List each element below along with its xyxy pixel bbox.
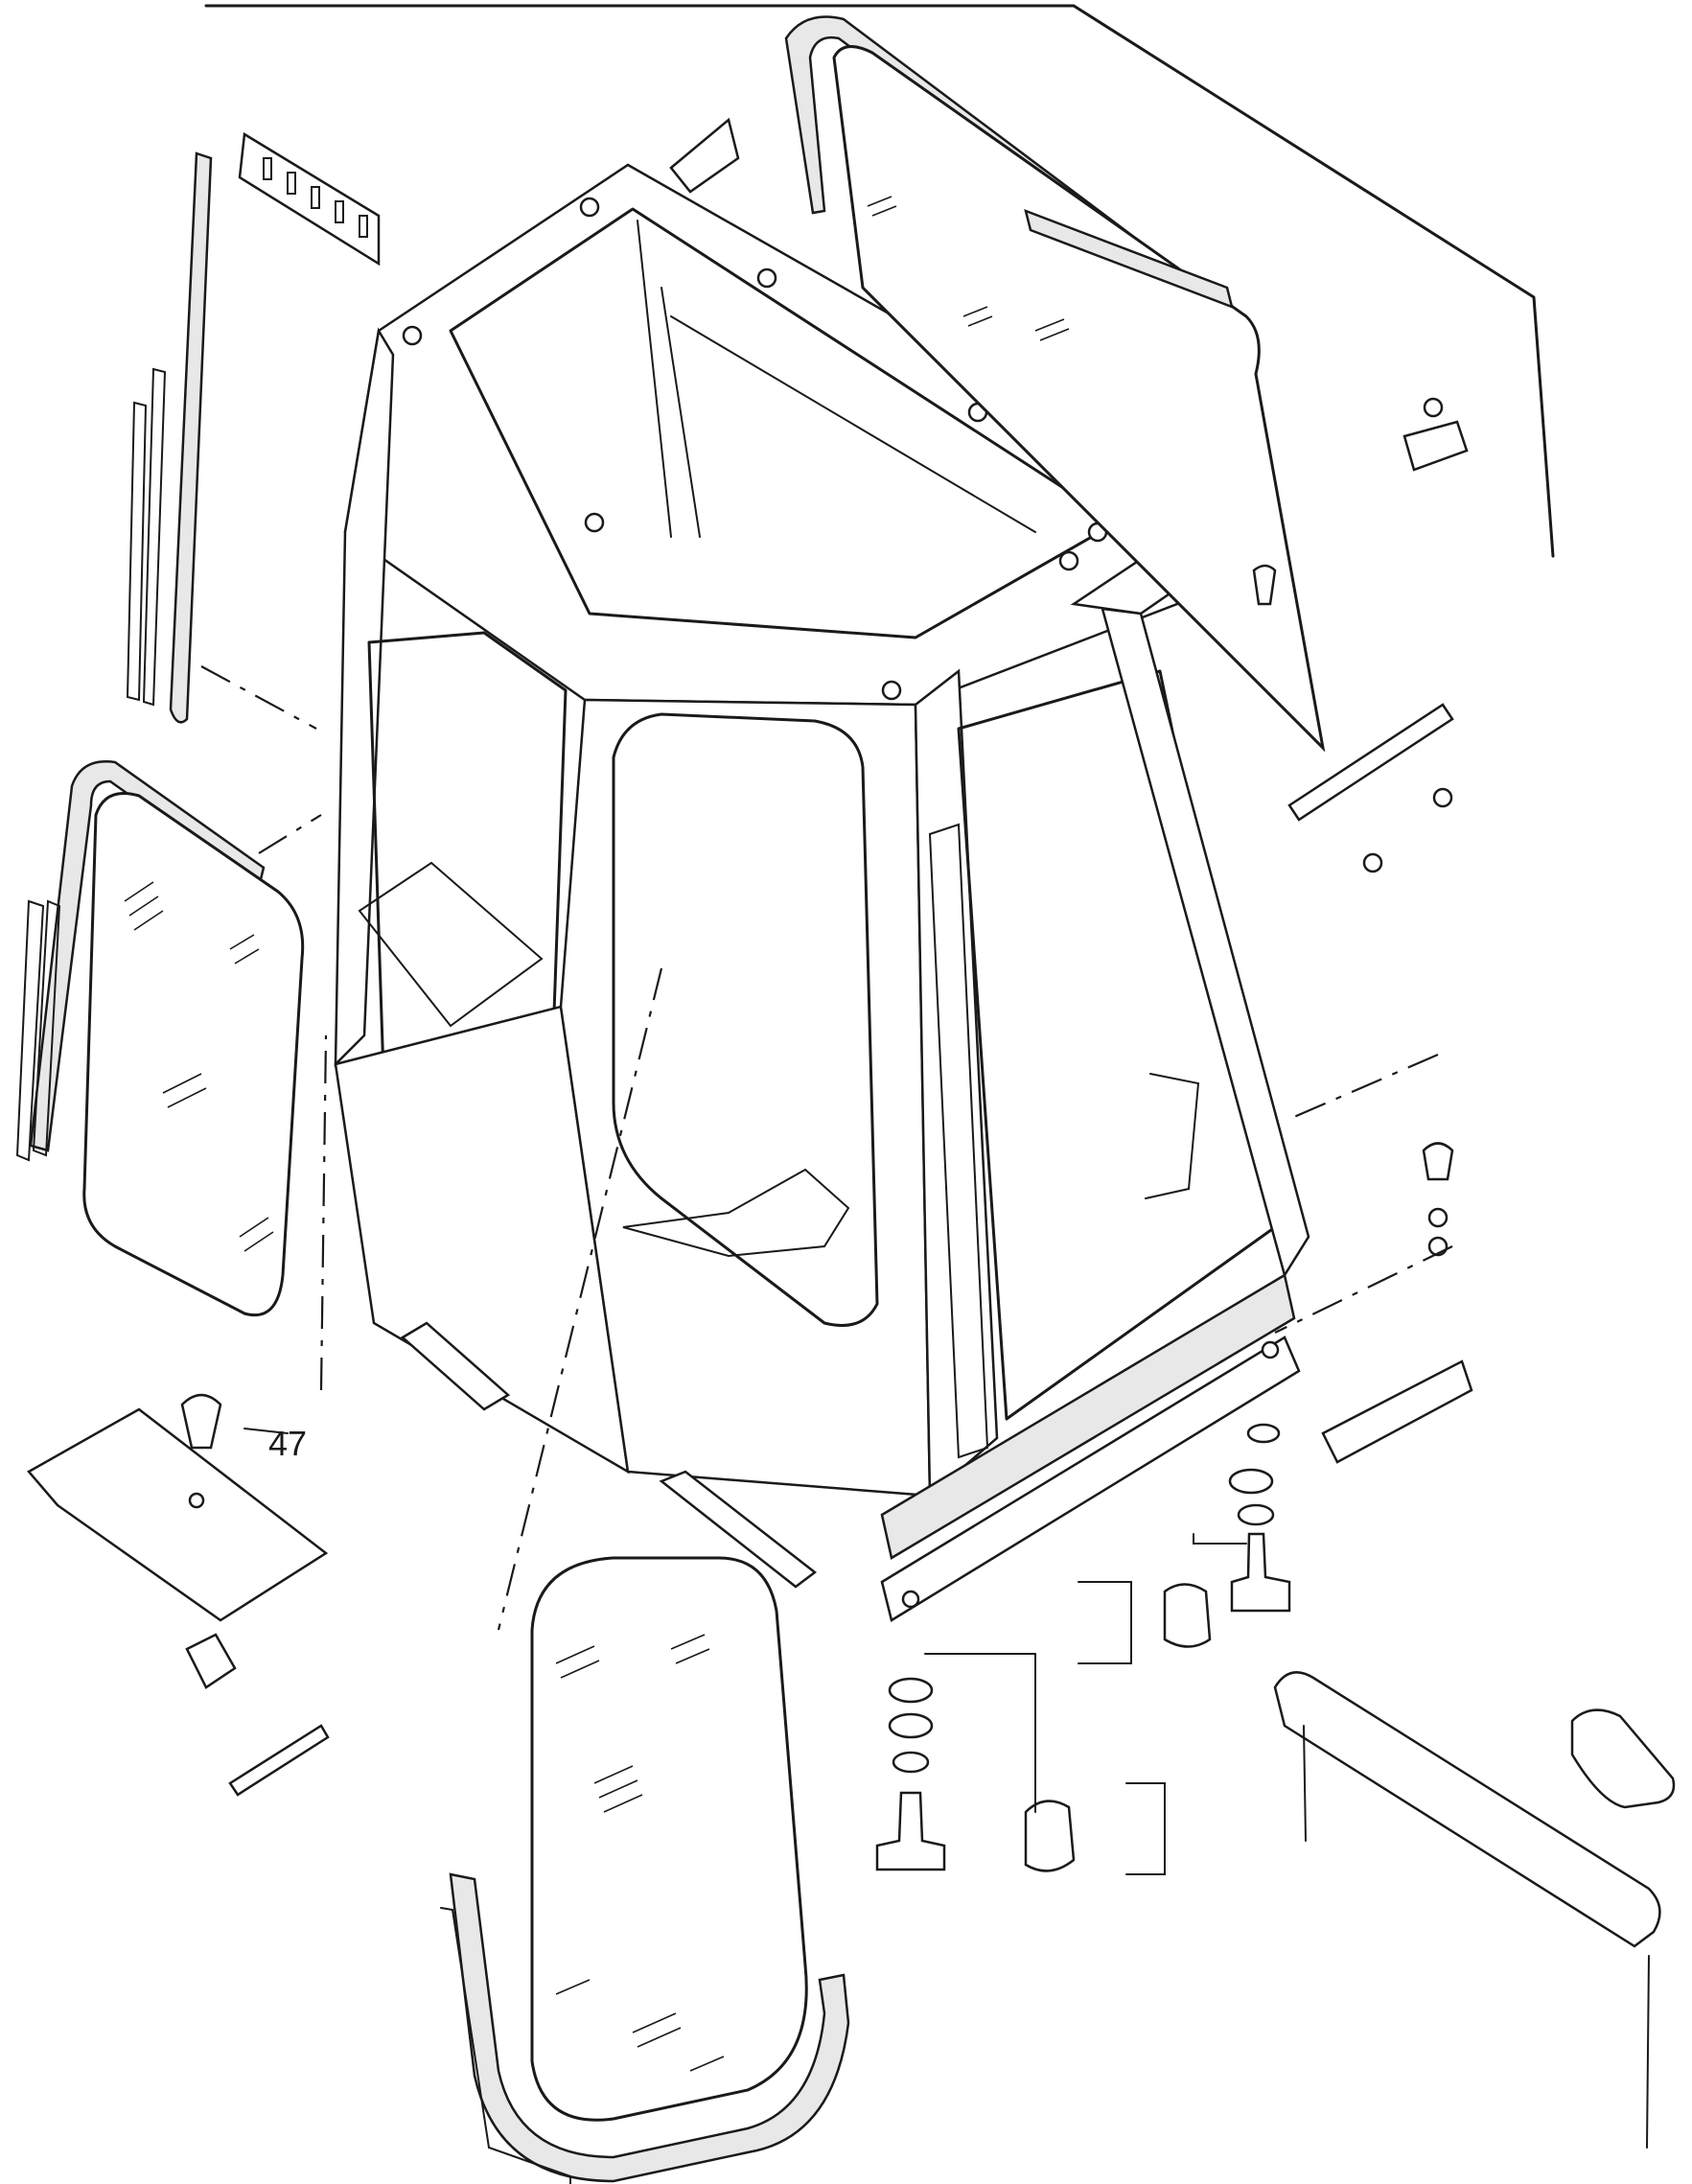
- hinge-plate-slots: [263, 157, 368, 238]
- right-knob: [1422, 1142, 1454, 1181]
- left-trim-strip-a: [142, 367, 167, 707]
- cab-front-lower: [559, 698, 932, 1498]
- leader-lines: [200, 665, 1453, 1875]
- floor-plate-hole: [188, 1492, 205, 1509]
- rod: [228, 1724, 330, 1797]
- right-door-handle-rail: [928, 823, 989, 1459]
- upper-mount-bolt: [1230, 1532, 1291, 1613]
- right-side-bracket: [1321, 1359, 1473, 1464]
- washer-1: [888, 1677, 934, 1704]
- left-window-assembly: [15, 760, 305, 1316]
- rear-window-assembly: [784, 15, 1326, 753]
- upper-washer-3: [1237, 1503, 1275, 1526]
- left-trim-assembly: [126, 151, 213, 724]
- left-window-seal: [29, 760, 266, 1152]
- right-washer-d: [1432, 787, 1453, 808]
- front-door-opening: [612, 712, 879, 1327]
- small-bracket-right: [1402, 420, 1469, 472]
- left-glass-hatch: [124, 881, 274, 1252]
- roller-blind: [1273, 1671, 1661, 1948]
- right-washer-e: [1362, 852, 1383, 873]
- left-window-strip-b: [32, 899, 61, 1157]
- latch-knob: [180, 1393, 222, 1450]
- left-window-strip-a: [15, 899, 45, 1162]
- right-rear-pillar: [1101, 607, 1310, 1279]
- callout-47: 47: [268, 1424, 307, 1463]
- mount-bushing: [1024, 1800, 1076, 1872]
- front-window-strip: [440, 1907, 571, 2184]
- left-side-window-opening: [367, 631, 568, 1095]
- floor-plate: [27, 1407, 329, 1622]
- right-washer-a: [1423, 397, 1444, 418]
- misc-right-parts: [1252, 397, 1469, 1257]
- rear-window-top-strip: [1024, 208, 1234, 310]
- left-rear-trim: [169, 151, 213, 724]
- roller-handle: [1570, 1708, 1676, 1809]
- right-pin: [1252, 564, 1277, 606]
- roof-rear-bracket: [669, 117, 740, 194]
- top-edge-line: [204, 4, 1555, 558]
- front-window-glass: [530, 1556, 808, 2122]
- upper-bushing: [1163, 1583, 1212, 1648]
- rear-window-glass: [832, 45, 1326, 753]
- rear-glass-hatch: [867, 196, 1070, 341]
- roller-rod-right: [1646, 1955, 1650, 2149]
- left-window-glass: [82, 792, 305, 1316]
- upper-washer-1: [1246, 1423, 1281, 1444]
- roller-rod-left: [1303, 1725, 1307, 1842]
- mount-hardware: [875, 1423, 1291, 1872]
- roof-opening: [449, 207, 1119, 639]
- base-rails: [400, 1273, 1473, 1622]
- left-foam-block: [400, 1321, 511, 1411]
- base-rail-front: [880, 1336, 1301, 1622]
- floor-plate-assembly: [27, 1393, 330, 1797]
- cab-right-pillar: [914, 668, 999, 1499]
- upper-washer-2: [1228, 1468, 1274, 1495]
- hinge-bracket: [185, 1633, 237, 1689]
- roof-bolts: [402, 197, 1108, 701]
- right-door-lower-rail: [1145, 1073, 1200, 1199]
- strut-rod: [1287, 703, 1454, 822]
- right-washer-b: [1427, 1207, 1449, 1228]
- cab-frame: [334, 117, 1310, 1499]
- foam-seal-strip: [880, 1273, 1296, 1560]
- front-glass-hatch: [555, 1634, 725, 2072]
- cab-left-wall: [334, 327, 395, 1068]
- roller-blind-assembly: [1273, 1671, 1676, 2149]
- washer-3: [892, 1751, 930, 1774]
- left-trim-strip-b: [126, 401, 148, 702]
- front-window-seal: [449, 1872, 850, 2183]
- roof-inner-rail: [637, 220, 1036, 538]
- washer-2: [888, 1712, 934, 1739]
- left-inner-step: [358, 861, 544, 1028]
- seat-outline: [622, 1168, 850, 1258]
- front-window-assembly: [440, 1556, 850, 2184]
- mount-bolt: [875, 1791, 946, 1871]
- hinge-plate: [238, 131, 381, 267]
- left-base-bar: [659, 1470, 818, 1589]
